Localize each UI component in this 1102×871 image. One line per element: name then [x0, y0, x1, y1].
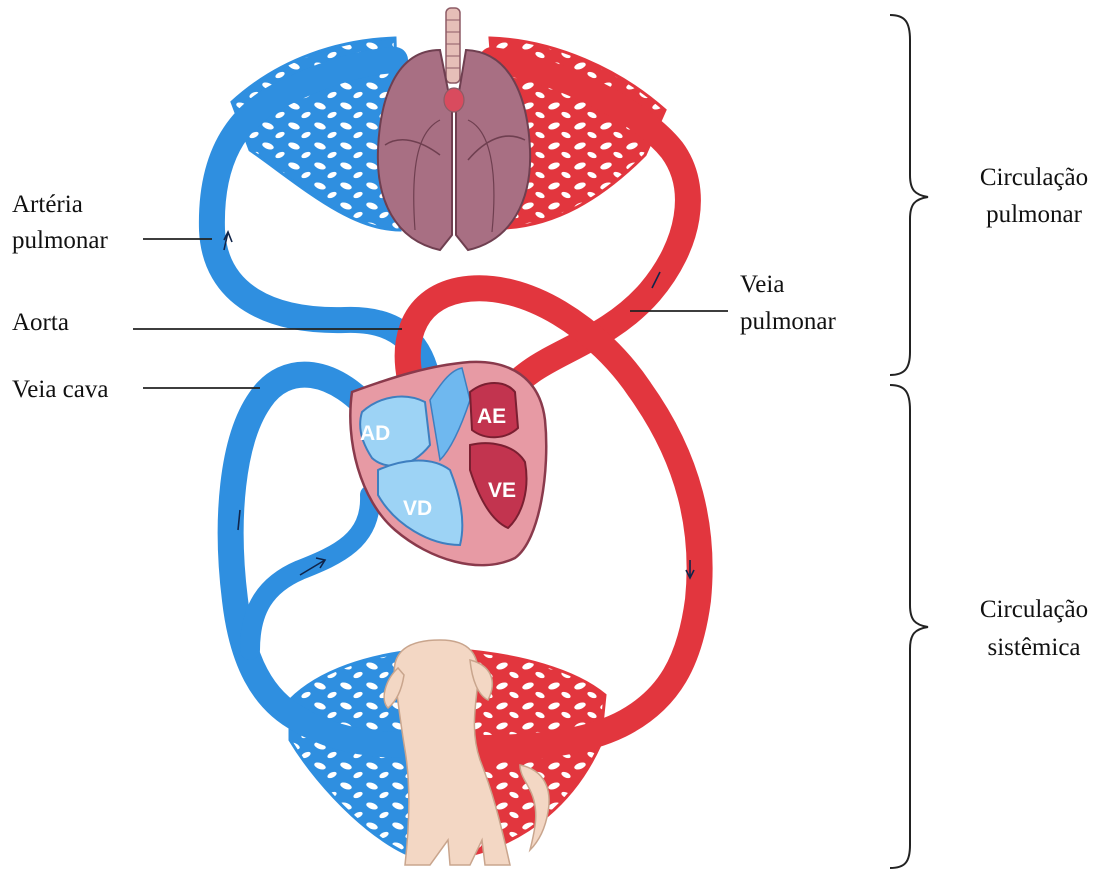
label-veia-pulmonar-line1: Veia: [740, 271, 784, 298]
group-pulmonar-line1: Circulação: [980, 164, 1088, 191]
chamber-label-ad: AD: [360, 422, 390, 445]
label-arteria-line1: Artéria: [12, 191, 83, 218]
label-aorta: Aorta: [12, 309, 69, 336]
group-sistemica-line2: sistêmica: [987, 634, 1080, 661]
brace-pulmonar: [890, 15, 928, 375]
group-sistemica-line1: Circulação: [980, 596, 1088, 623]
chamber-label-vd: VD: [403, 497, 432, 520]
label-veia-pulmonar-line2: pulmonar: [740, 308, 836, 335]
heart-icon: [350, 362, 546, 565]
label-veia-cava: Veia cava: [12, 376, 108, 403]
brace-sistemica: [890, 385, 928, 868]
label-arteria-line2: pulmonar: [12, 227, 108, 254]
vena-cava-branch: [250, 495, 370, 650]
chamber-label-ae: AE: [477, 405, 506, 428]
group-pulmonar-line2: pulmonar: [986, 201, 1082, 228]
chamber-label-ve: VE: [488, 479, 516, 502]
